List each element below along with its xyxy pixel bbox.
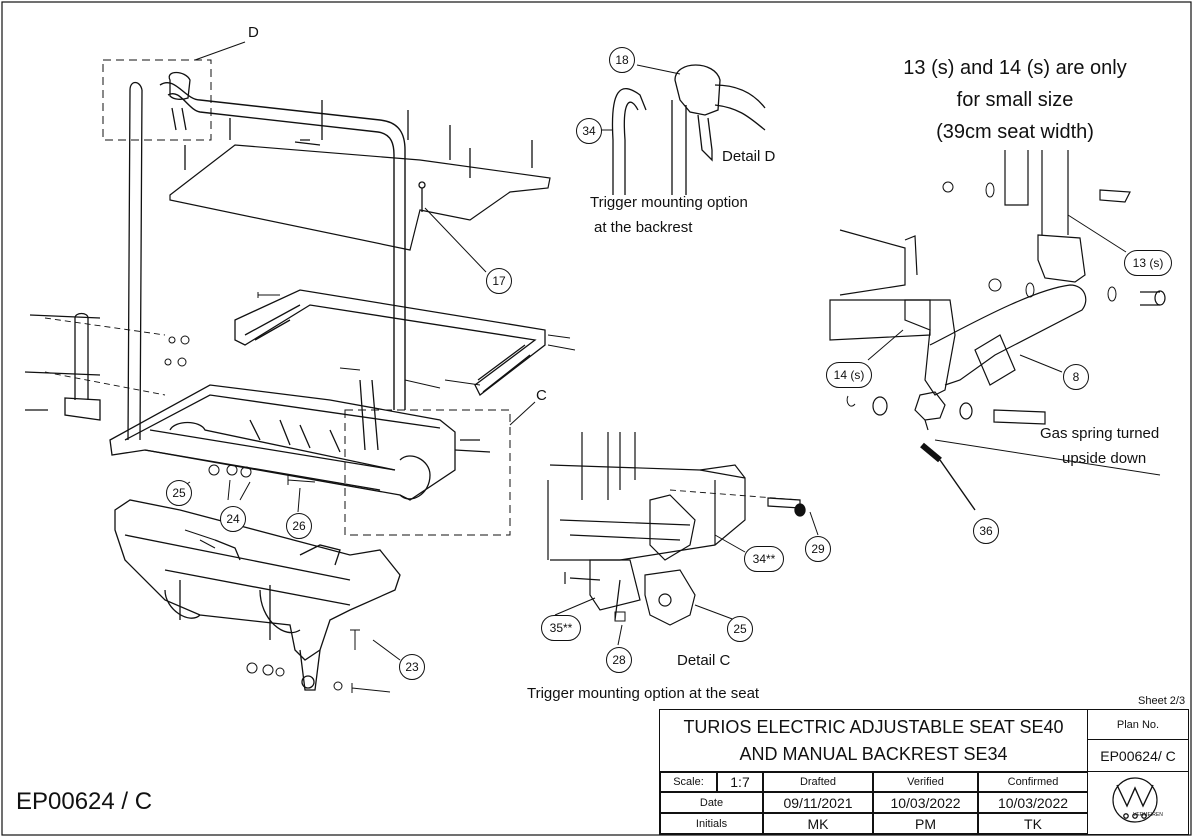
callout-26: 26: [286, 513, 312, 539]
small-size-note-line2: for small size: [956, 89, 1074, 111]
gas-spring-caption-line1: Gas spring turned: [1040, 425, 1160, 442]
verified-header: Verified: [873, 772, 978, 792]
drawing-title-line1: TURIOS ELECTRIC ADJUSTABLE SEAT SE40: [683, 716, 1064, 737]
date-verified: 10/03/2022: [873, 792, 978, 813]
callout-34: 34: [576, 118, 602, 144]
callout-14s: 14 (s): [826, 362, 872, 388]
drawing-title: TURIOS ELECTRIC ADJUSTABLE SEAT SE40 AND…: [660, 710, 1088, 772]
callout-13s: 13 (s): [1124, 250, 1172, 276]
sheet-number: Sheet 2/3: [1138, 695, 1186, 707]
company-logo-text: VERMEIREN: [1133, 812, 1163, 818]
document-number-large: EP00624 / C: [16, 788, 153, 815]
callout-36: 36: [973, 518, 999, 544]
small-size-note-line1: 13 (s) and 14 (s) are only: [903, 57, 1127, 79]
date-drafted: 09/11/2021: [763, 792, 873, 813]
title-block: TURIOS ELECTRIC ADJUSTABLE SEAT SE40 AND…: [659, 709, 1189, 835]
initials-label: Initials: [660, 813, 763, 834]
detail-d-caption: Detail D: [722, 148, 776, 165]
confirmed-header: Confirmed: [978, 772, 1088, 792]
callout-25-detail-c: 25: [727, 616, 753, 642]
plan-no-label: Plan No.: [1088, 710, 1188, 740]
detail-c-caption: Detail C: [677, 652, 731, 669]
date-label: Date: [660, 792, 763, 813]
callout-17: 17: [486, 268, 512, 294]
callout-35-double-star: 35**: [541, 615, 581, 641]
callout-29: 29: [805, 536, 831, 562]
initials-verified: PM: [873, 813, 978, 834]
gas-spring-caption-line2: upside down: [1062, 450, 1147, 467]
trigger-seat-caption: Trigger mounting option at the seat: [527, 685, 760, 702]
trigger-backrest-caption-line2: at the backrest: [594, 219, 693, 236]
scale-label: Scale:: [660, 772, 717, 792]
scale-value: 1:7: [717, 772, 763, 792]
company-logo: VERMEIREN: [1088, 772, 1188, 834]
trigger-backrest-caption-line1: Trigger mounting option: [590, 194, 748, 211]
plan-no-value: EP00624/ C: [1088, 740, 1188, 772]
callout-25: 25: [166, 480, 192, 506]
small-size-note: 13 (s) and 14 (s) are only for small siz…: [880, 52, 1150, 148]
detail-c-marker: C: [536, 387, 547, 404]
callout-34-double-star: 34**: [744, 546, 784, 572]
detail-d-marker: D: [248, 24, 259, 41]
drafted-header: Drafted: [763, 772, 873, 792]
small-size-note-line3: (39cm seat width): [936, 121, 1094, 143]
date-confirmed: 10/03/2022: [978, 792, 1088, 813]
callout-18: 18: [609, 47, 635, 73]
callout-23: 23: [399, 654, 425, 680]
callout-8: 8: [1063, 364, 1089, 390]
drawing-title-line2: AND MANUAL BACKREST SE34: [739, 743, 1008, 764]
initials-drafted: MK: [763, 813, 873, 834]
initials-confirmed: TK: [978, 813, 1088, 834]
callout-28: 28: [606, 647, 632, 673]
callout-24: 24: [220, 506, 246, 532]
